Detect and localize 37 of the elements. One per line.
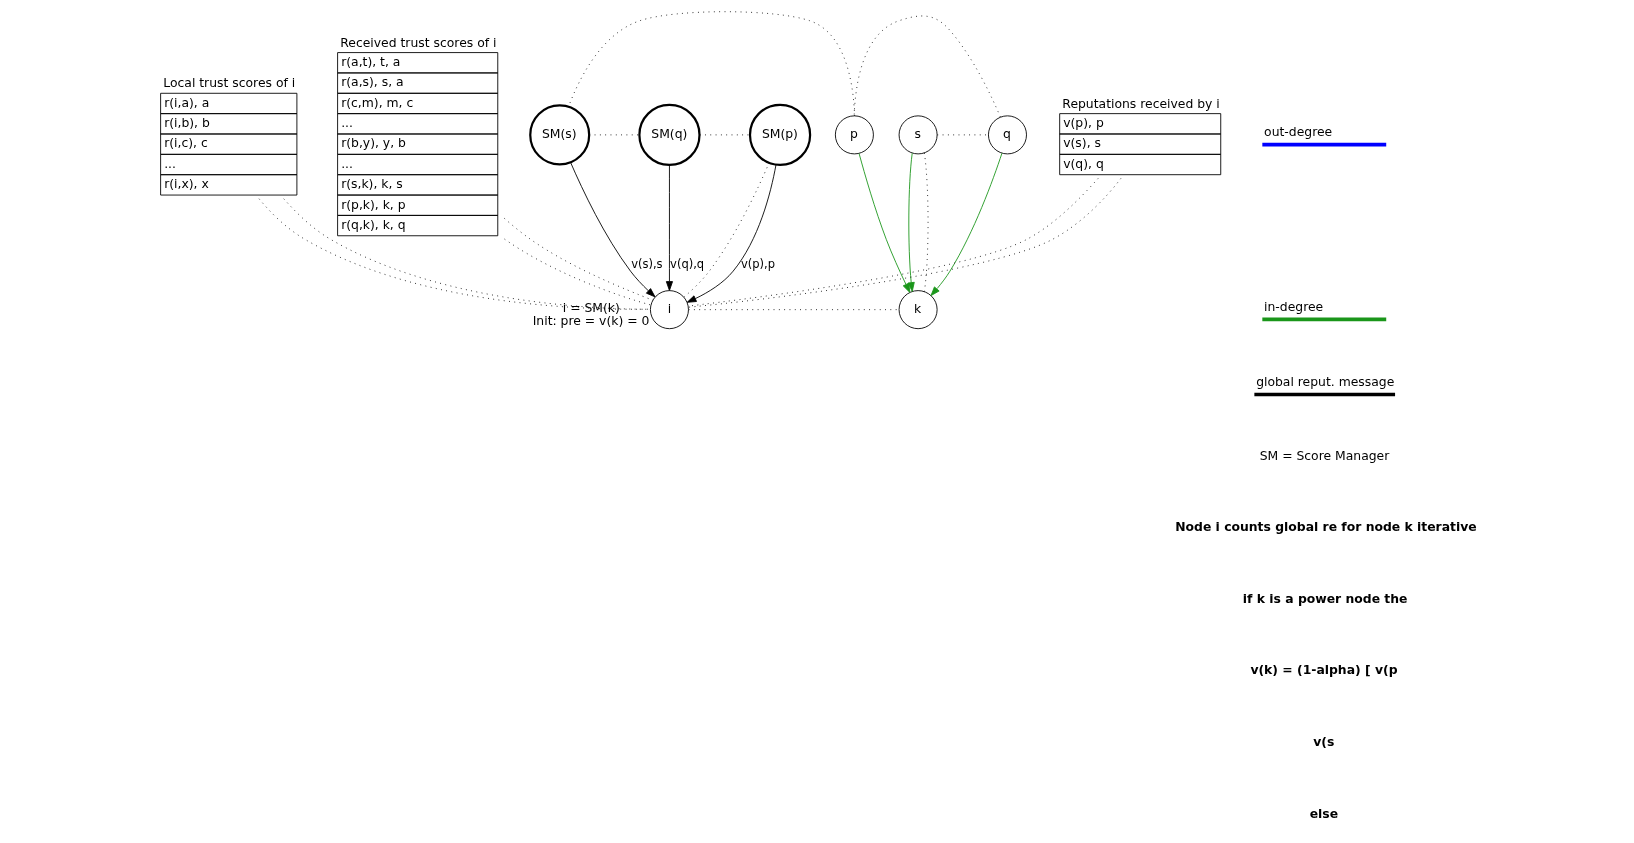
node-label: Received trust scores of i [340,35,497,50]
arrow [858,153,911,293]
legend-label: out-degree [1264,124,1333,139]
arrow [930,152,1003,297]
node-circle: i [649,290,689,330]
label: if k is a power node the [1242,591,1408,606]
legend-label: in-degree [1264,299,1324,314]
node-circle: p [834,115,874,155]
connector [936,134,989,136]
arrow [570,162,656,298]
connector [853,15,1001,118]
node-label: i = SM(k) [562,301,620,316]
edge-label: v(p),p [740,256,775,271]
node-label: Init: pre = v(k) = 0 [532,314,650,329]
node-circle: k [898,290,938,330]
edge-label: v(q),q [670,256,705,271]
label: Node i counts global re for node k iterative [1175,520,1477,535]
node-label: Local trust scores of i [163,76,296,91]
node-label: Reputations received by i [1062,96,1220,111]
connector [923,152,929,293]
label: SM = Score Manager [1259,449,1390,464]
label: else [1309,806,1339,821]
connector [588,134,640,136]
arrow [907,152,915,292]
node-circle: SM(s) [529,104,591,166]
label: v(k) = (1-alpha) [ v(p [1250,663,1398,678]
node-circle: SM(p) [748,103,812,167]
node-circle: q [988,115,1027,155]
node-circle: SM(q) [638,103,701,167]
edge-label: v(s),s [631,256,663,271]
connector [568,11,856,117]
connector [699,134,751,136]
legend-label: global reput. message [1256,374,1395,389]
arrow [665,164,673,291]
connector [503,217,654,301]
label: v(s [1313,735,1335,750]
node-circle: s [898,115,938,155]
